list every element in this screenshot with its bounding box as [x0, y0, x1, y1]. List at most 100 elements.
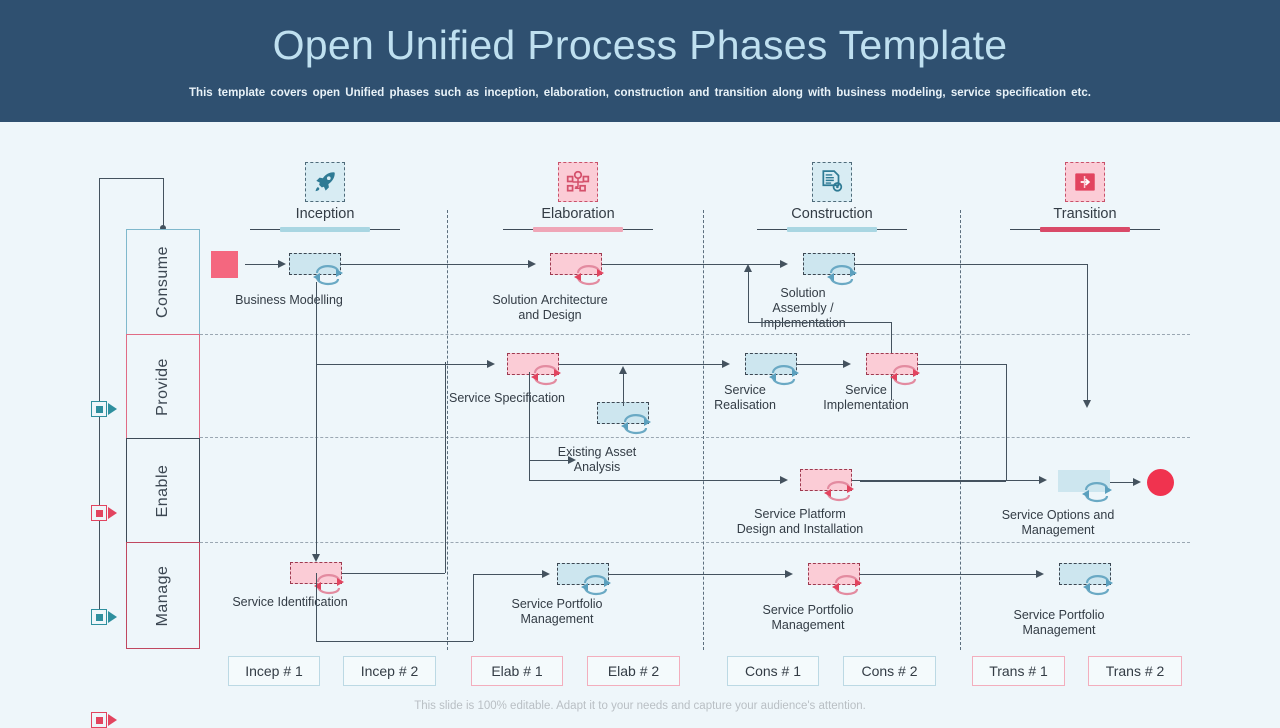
start-node [211, 251, 238, 278]
rocket-icon [305, 162, 345, 202]
tag-trans-2[interactable]: Trans # 2 [1088, 656, 1182, 686]
loop-arrow-icon [1083, 575, 1113, 596]
connector [529, 460, 571, 461]
tag-label: Trans # 2 [1105, 663, 1165, 679]
tag-label: Incep # 1 [245, 663, 303, 679]
lane-marker-provide[interactable] [91, 505, 107, 521]
swimlane-provide[interactable]: Provide [126, 334, 200, 440]
loop-arrow-icon [824, 481, 854, 502]
tag-elab-1[interactable]: Elab # 1 [471, 656, 563, 686]
tag-trans-1[interactable]: Trans # 1 [972, 656, 1065, 686]
tag-label: Cons # 1 [744, 663, 802, 679]
lane-marker-consume[interactable] [91, 401, 107, 417]
lane-marker-arrow-consume [108, 403, 117, 415]
node-box [803, 253, 855, 275]
connector [445, 362, 446, 573]
connector [529, 460, 530, 480]
swimlane-label: Enable [154, 464, 171, 518]
loop-arrow-icon [621, 414, 651, 435]
lane-separator-1 [200, 334, 1190, 335]
connector [855, 264, 1087, 265]
connector [860, 574, 1038, 575]
loop-arrow-icon [314, 574, 344, 595]
tag-cons-1[interactable]: Cons # 1 [727, 656, 819, 686]
loop-arrow-icon [832, 575, 862, 596]
arrowhead [312, 554, 320, 562]
phase-name: Transition [1053, 206, 1117, 222]
swimlane-label: Provide [154, 358, 171, 416]
tag-label: Trans # 1 [989, 663, 1048, 679]
node-label: Business Modelling [235, 293, 343, 307]
tag-incep-1[interactable]: Incep # 1 [228, 656, 320, 686]
connector [245, 264, 281, 265]
swimlane-consume[interactable]: Consume [126, 229, 200, 335]
swimlane-enable[interactable]: Enable [126, 438, 200, 544]
arrowhead [487, 360, 495, 368]
phase-header-construction[interactable]: Construction [757, 162, 907, 234]
left-spine [99, 178, 100, 610]
phase-header-elaboration[interactable]: Elaboration [503, 162, 653, 234]
connector [473, 574, 474, 641]
swimlane-label: Manage [154, 565, 171, 626]
document-gear-icon [812, 162, 852, 202]
connector [316, 282, 317, 364]
lane-marker-manage[interactable] [91, 712, 107, 728]
loop-arrow-icon [581, 575, 611, 596]
page-subtitle: This template covers open Unified phases… [189, 87, 1091, 99]
phase-name: Elaboration [541, 206, 615, 222]
tag-cons-2[interactable]: Cons # 2 [843, 656, 936, 686]
phase-rule [1010, 226, 1160, 234]
arrowhead [528, 260, 536, 268]
arrowhead [1036, 570, 1044, 578]
phase-divider-1 [447, 210, 448, 650]
phase-header-inception[interactable]: Inception [250, 162, 400, 234]
connector [316, 573, 317, 641]
connector [609, 574, 787, 575]
lane-marker-arrow-manage [108, 714, 117, 726]
node-label: Service Identification [232, 595, 348, 609]
arrowhead [722, 360, 730, 368]
tag-elab-2[interactable]: Elab # 2 [587, 656, 680, 686]
phase-rule [757, 226, 907, 234]
phase-rule [250, 226, 400, 234]
arrowhead [843, 360, 851, 368]
arrowhead [780, 476, 788, 484]
connector [918, 364, 1006, 365]
node-box [550, 253, 602, 275]
tag-incep-2[interactable]: Incep # 2 [343, 656, 436, 686]
loop-arrow-icon [1082, 482, 1112, 503]
loop-arrow-icon [827, 265, 857, 286]
connector [602, 264, 782, 265]
node-label: Service Specification [448, 391, 566, 405]
loop-arrow-icon [531, 365, 561, 386]
tag-label: Elab # 2 [607, 663, 660, 679]
phase-divider-3 [960, 210, 961, 650]
tag-label: Incep # 2 [360, 663, 419, 679]
connector [316, 364, 490, 365]
lane-marker-enable[interactable] [91, 609, 107, 625]
connector [852, 480, 1042, 481]
arrowhead [568, 456, 576, 464]
node-box [1058, 470, 1110, 492]
phase-header-transition[interactable]: Transition [1010, 162, 1160, 234]
tag-label: Elab # 1 [491, 663, 543, 679]
lane-marker-arrow-enable [108, 611, 117, 623]
slide-footer: This slide is 100% editable. Adapt it to… [414, 700, 866, 712]
node-box [745, 353, 797, 375]
connector [748, 322, 891, 323]
arrowhead [1083, 400, 1091, 408]
lane-separator-3 [200, 542, 1190, 543]
phase-divider-2 [703, 210, 704, 650]
page-title: Open Unified Process Phases Template [272, 22, 1008, 68]
swimlane-manage[interactable]: Manage [126, 542, 200, 649]
end-node [1147, 469, 1174, 496]
swimlane-label: Consume [154, 246, 171, 318]
